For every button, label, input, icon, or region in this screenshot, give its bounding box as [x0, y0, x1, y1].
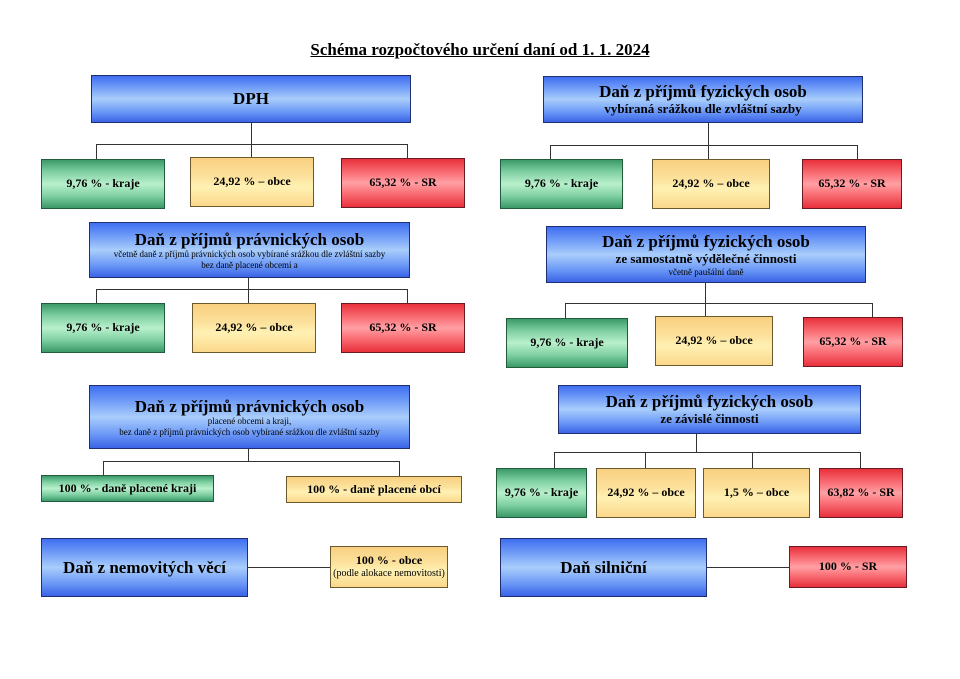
dph-box: DPH: [91, 75, 411, 123]
dpfo-srazka-box: Daň z příjmů fyzických osob vybíraná srá…: [543, 76, 863, 123]
connector: [103, 461, 400, 462]
share-label: 65,32 % - SR: [369, 320, 437, 335]
dppo-obce-kraje-note-1: placené obcemi a kraji,: [207, 416, 292, 427]
share-label: 24,92 % – obce: [672, 176, 750, 191]
share-label: 9,76 % - kraje: [530, 335, 604, 350]
share-label: 100 % - daně placené kraji: [58, 480, 197, 495]
dph-share-obce: 24,92 % – obce: [190, 157, 314, 207]
dpfo-osvc-note: včetně paušální daně: [668, 266, 744, 277]
dph-share-sr: 65,32 % - SR: [341, 158, 465, 208]
dppo-box: Daň z příjmů právnických osob včetně dan…: [89, 222, 410, 278]
connector: [248, 278, 249, 289]
connector: [565, 303, 566, 318]
nemovitosti-box: Daň z nemovitých věcí: [41, 538, 248, 597]
dppo-note-1: včetně daně z příjmů právnických osob vy…: [113, 249, 386, 260]
dppo-obce-kraje-title: Daň z příjmů právnických osob: [134, 396, 365, 416]
connector: [407, 289, 408, 303]
dppo-title: Daň z příjmů právnických osob: [134, 229, 365, 249]
connector: [708, 145, 709, 159]
silnicni-share-sr: 100 % - SR: [789, 546, 907, 588]
share-label: 100 % - SR: [818, 559, 878, 574]
connector: [407, 144, 408, 158]
page-title: Schéma rozpočtového určení daní od 1. 1.…: [310, 40, 650, 59]
dpfo-osvc-share-sr: 65,32 % - SR: [803, 317, 903, 367]
nemovitosti-title: Daň z nemovitých věcí: [63, 557, 226, 577]
dpfo-zavisla-share-obce: 24,92 % – obce: [596, 468, 696, 518]
connector: [860, 452, 861, 468]
connector: [554, 452, 555, 468]
connector: [645, 452, 646, 468]
connector: [96, 144, 97, 159]
dppo-share-kraje: 9,76 % - kraje: [41, 303, 165, 353]
share-label: 65,32 % - SR: [369, 175, 437, 190]
dppo-share-kraje-100: 100 % - daně placené kraji: [41, 475, 214, 502]
silnicni-title: Daň silniční: [560, 557, 647, 577]
dppo-share-obce-100: 100 % - daně placené obcí: [286, 476, 462, 503]
connector: [872, 303, 873, 317]
dppo-obce-kraje-note-2: bez daně z příjmů právnických osob vybír…: [119, 426, 380, 437]
dpfo-zavisla-box: Daň z příjmů fyzických osob ze závislé č…: [558, 385, 861, 434]
dpfo-osvc-share-obce: 24,92 % – obce: [655, 316, 773, 366]
dpfo-osvc-subtitle: ze samostatně výdělečné činnosti: [615, 250, 797, 266]
dppo-share-obce: 24,92 % – obce: [192, 303, 316, 353]
dppo-obce-kraje-box: Daň z příjmů právnických osob placené ob…: [89, 385, 410, 449]
share-label: 24,92 % – obce: [607, 485, 685, 500]
dph-title: DPH: [233, 89, 269, 109]
dpfo-zavisla-share-sr: 63,82 % - SR: [819, 468, 903, 518]
dpfo-srazka-share-kraje: 9,76 % - kraje: [500, 159, 623, 209]
dpfo-zavisla-share-obce-1-5: 1,5 % – obce: [703, 468, 810, 518]
connector: [96, 289, 407, 290]
dppo-note-2: bez daně placené obcemi a: [201, 259, 298, 270]
connector: [565, 303, 872, 304]
connector: [251, 123, 252, 144]
connector: [752, 452, 753, 468]
dpfo-srazka-share-obce: 24,92 % – obce: [652, 159, 770, 209]
dpfo-osvc-title: Daň z příjmů fyzických osob: [602, 232, 810, 252]
connector: [399, 461, 400, 476]
nemovitosti-share-obce: 100 % - obce (podle alokace nemovitosti): [330, 546, 448, 588]
dppo-share-sr: 65,32 % - SR: [341, 303, 465, 353]
dpfo-zavisla-subtitle: ze závislé činnosti: [660, 410, 759, 426]
share-label: 1,5 % – obce: [723, 485, 790, 500]
dpfo-zavisla-title: Daň z příjmů fyzických osob: [605, 392, 814, 412]
share-label: 9,76 % - kraje: [504, 485, 579, 500]
dpfo-osvc-box: Daň z příjmů fyzických osob ze samostatn…: [546, 226, 866, 283]
dpfo-osvc-share-kraje: 9,76 % - kraje: [506, 318, 628, 368]
connector: [248, 449, 249, 461]
share-label: 24,92 % – obce: [215, 320, 293, 335]
connector: [248, 567, 330, 568]
share-label: 9,76 % - kraje: [524, 176, 599, 191]
dpfo-srazka-title: Daň z příjmů fyzických osob: [599, 82, 807, 102]
share-label: 65,32 % - SR: [819, 334, 887, 349]
share-label: 9,76 % - kraje: [66, 176, 140, 191]
connector: [248, 289, 249, 303]
silnicni-box: Daň silniční: [500, 538, 707, 597]
share-label: 24,92 % – obce: [213, 174, 291, 189]
dph-share-kraje: 9,76 % - kraje: [41, 159, 165, 209]
connector: [708, 123, 709, 145]
connector: [554, 452, 860, 453]
share-label: 100 % - daně placené obcí: [307, 481, 441, 496]
connector: [103, 461, 104, 475]
connector: [707, 567, 789, 568]
share-label: 63,82 % - SR: [827, 485, 895, 500]
connector: [705, 303, 706, 317]
share-label: 9,76 % - kraje: [66, 320, 140, 335]
dpfo-srazka-subtitle: vybíraná srážkou dle zvláštní sazby: [604, 100, 802, 116]
dpfo-zavisla-share-kraje: 9,76 % - kraje: [496, 468, 587, 518]
dpfo-srazka-share-sr: 65,32 % - SR: [802, 159, 902, 209]
connector: [251, 144, 252, 157]
connector: [96, 289, 97, 303]
share-label: 100 % - obce: [355, 553, 423, 568]
connector: [705, 283, 706, 303]
connector: [550, 145, 551, 159]
share-label: 65,32 % - SR: [818, 176, 886, 191]
connector: [696, 434, 697, 452]
connector: [857, 145, 858, 159]
share-note: (podle alokace nemovitosti): [333, 568, 445, 580]
connector: [550, 145, 857, 146]
share-label: 24,92 % – obce: [675, 333, 753, 348]
